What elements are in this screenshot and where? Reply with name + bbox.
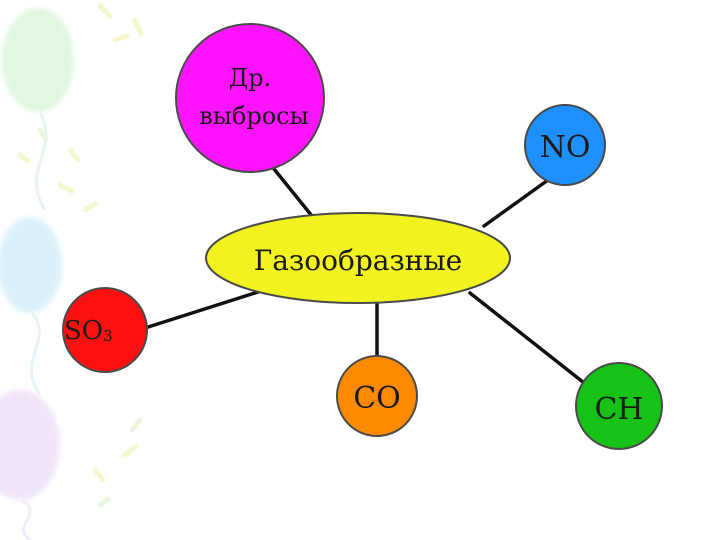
- decorative-background: [0, 3, 144, 540]
- node-other-emissions-label-line1: Др.: [229, 64, 272, 92]
- center-node-ellipse: [205, 212, 511, 304]
- node-so3-formula: SO: [64, 316, 103, 346]
- node-co-circle: [336, 355, 418, 437]
- connector-ch: [468, 291, 590, 388]
- node-no: NO: [524, 104, 606, 186]
- center-node-label: Газообразные: [254, 244, 462, 277]
- node-ch-circle: [575, 362, 663, 450]
- node-so3: SO3: [62, 287, 148, 373]
- balloon-blue-decoration: [0, 217, 62, 313]
- node-no-circle: [524, 104, 606, 186]
- node-no-label: NO: [540, 130, 591, 165]
- connector-other: [268, 162, 314, 218]
- connector-so3: [143, 290, 260, 330]
- node-other-emissions: Др. выбросы: [175, 23, 325, 173]
- connectors: [143, 162, 590, 388]
- balloon-string-decoration: [34, 111, 48, 211]
- balloon-string-decoration: [29, 312, 42, 396]
- node-so3-subscript: 3: [103, 327, 113, 345]
- center-node: Газообразные: [205, 212, 511, 304]
- node-so3-label: SO3: [64, 316, 113, 346]
- confetti-decoration: [17, 3, 144, 483]
- node-other-emissions-label-line2: выбросы: [199, 102, 308, 130]
- connector-no: [482, 178, 550, 228]
- node-so3-circle: [62, 287, 148, 373]
- balloon-purple-decoration: [0, 390, 60, 500]
- balloon-green-decoration: [2, 8, 74, 112]
- node-other-emissions-circle: [175, 23, 325, 173]
- node-co-label: CO: [353, 381, 401, 416]
- balloon-string-decoration: [21, 498, 32, 540]
- node-co: CO: [336, 355, 418, 437]
- node-ch-label: CH: [594, 392, 643, 427]
- node-ch: CH: [575, 362, 663, 450]
